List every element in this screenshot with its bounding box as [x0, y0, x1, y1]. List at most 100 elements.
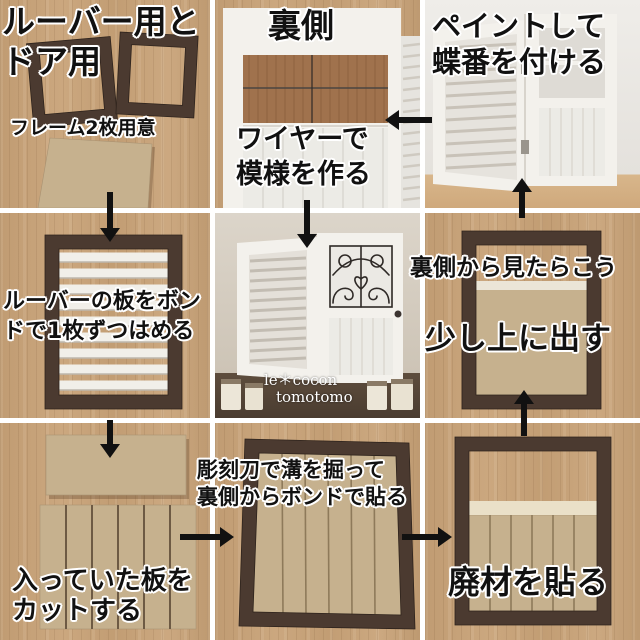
title-line-1: ルーバー用と [2, 2, 200, 41]
caption-prepare-frames: フレーム2枚用意 [10, 117, 156, 139]
watermark: le＊cocon tomotomo [264, 372, 353, 406]
louver-slat [445, 114, 517, 122]
scrap-wood-strip [469, 501, 597, 515]
caption-insert-louvers: ルーバーの板をボン ドで1枚ずつはめる [3, 287, 201, 347]
louver-slat [402, 185, 420, 191]
caption-back-view: 裏側から見たらこう [410, 255, 617, 281]
louver-slat [249, 276, 307, 283]
door-knob [394, 310, 402, 318]
step-panel-9 [425, 423, 640, 640]
door-plank-grooves [549, 108, 595, 176]
caption-line-2: 模様を作る [236, 159, 371, 190]
louver-slat [402, 64, 420, 70]
hinge [521, 140, 529, 154]
step-panel-3 [425, 0, 640, 208]
panel-6-drawing [461, 230, 602, 410]
louver-slat [402, 163, 420, 169]
louver-slat [445, 42, 517, 50]
title-line-2: ドア用 [2, 42, 101, 81]
step-panel-7 [0, 423, 210, 640]
caption-raise-slightly: 少し上に出す [425, 321, 611, 357]
plank-groove [281, 453, 284, 615]
ironwork-ring [370, 254, 384, 268]
louver-slat [249, 316, 307, 323]
louver-slat [249, 356, 307, 363]
ironwork-heart [354, 276, 368, 291]
panel-8-drawing [238, 438, 416, 630]
louver-slat [402, 174, 420, 180]
panel-9-drawing [454, 436, 612, 626]
heading-back-side: 裏側 [268, 6, 334, 45]
plank-groove [327, 453, 330, 615]
caption-wire-pattern: ワイヤーで 模様を作る [236, 122, 371, 192]
ironwork-scroll [332, 287, 354, 304]
jar-lid [221, 379, 241, 384]
louver-slat [445, 102, 517, 110]
slat-shadows [57, 261, 170, 391]
door-planks [329, 318, 393, 375]
louver-slat [402, 152, 420, 158]
caption-cut-board: 入っていた板を カットする [12, 566, 193, 626]
louver-slat [402, 42, 420, 48]
jar-lid [245, 383, 263, 388]
caption-carve-and-glue: 彫刻刀で溝を掘って 裏側からボンドで貼る [197, 457, 407, 511]
caption-line-2: 蝶番を付ける [432, 45, 607, 79]
jar [367, 385, 387, 410]
louver-slat [402, 86, 420, 92]
louver-frame [44, 234, 183, 410]
mdf-board [45, 434, 187, 496]
louver-slats [445, 42, 517, 170]
louver-frame [26, 36, 118, 128]
plank-grooves [281, 453, 376, 615]
door-frame [454, 436, 612, 626]
louver-slat [249, 306, 307, 313]
door-plank-grooves [339, 318, 385, 375]
louver-slat [402, 130, 420, 136]
watermark-line-1: le＊cocon [264, 371, 338, 389]
louver-slat [402, 53, 420, 59]
louver-slat [402, 75, 420, 81]
jar [391, 383, 413, 410]
caption-line-1: 彫刻刀で溝を掘って [197, 458, 385, 482]
louver-slat [402, 196, 420, 202]
plank-panel [243, 128, 388, 208]
mdf-board [474, 288, 589, 397]
step-panel-6 [425, 213, 640, 418]
step-panel-5 [215, 213, 420, 418]
louver-frame [461, 230, 602, 410]
louver-slat [249, 266, 307, 273]
louver-slats [57, 252, 170, 390]
plank-groove [304, 453, 307, 615]
louver-slat [445, 162, 517, 170]
plank-grooves [262, 128, 384, 208]
plank-groove [350, 453, 353, 615]
panel-7-drawing [39, 434, 197, 630]
louver-slat [249, 326, 307, 333]
louver-slat [445, 150, 517, 158]
jar-lid [367, 381, 387, 386]
plank-grooves [489, 515, 575, 611]
step-panel-4 [0, 213, 210, 418]
watermark-line-2: tomotomo [276, 388, 353, 406]
opening-wood-grain [248, 55, 385, 123]
hinge [521, 60, 529, 74]
mdf-board [37, 137, 153, 208]
louver-slats [249, 256, 307, 363]
ironwork-scroll [368, 287, 390, 304]
plank-groove [373, 453, 376, 615]
door-frame [115, 31, 199, 119]
caption-line-2: ドで1枚ずつはめる [3, 319, 195, 344]
louver-slat [445, 90, 517, 98]
step-panel-1 [0, 0, 210, 208]
title-louver-and-door: ルーバー用と ドア用 [2, 2, 200, 82]
louver-slat [249, 256, 307, 263]
caption-line-1: ルーバーの板をボン [3, 289, 201, 314]
caption-line-2: カットする [12, 596, 143, 626]
ironwork-arch [332, 258, 390, 276]
wire-ironwork [329, 245, 393, 308]
louver-slat [402, 141, 420, 147]
panel-3-drawing [433, 14, 617, 192]
panel-4-drawing [44, 234, 183, 410]
panel-1-drawing [26, 31, 199, 208]
